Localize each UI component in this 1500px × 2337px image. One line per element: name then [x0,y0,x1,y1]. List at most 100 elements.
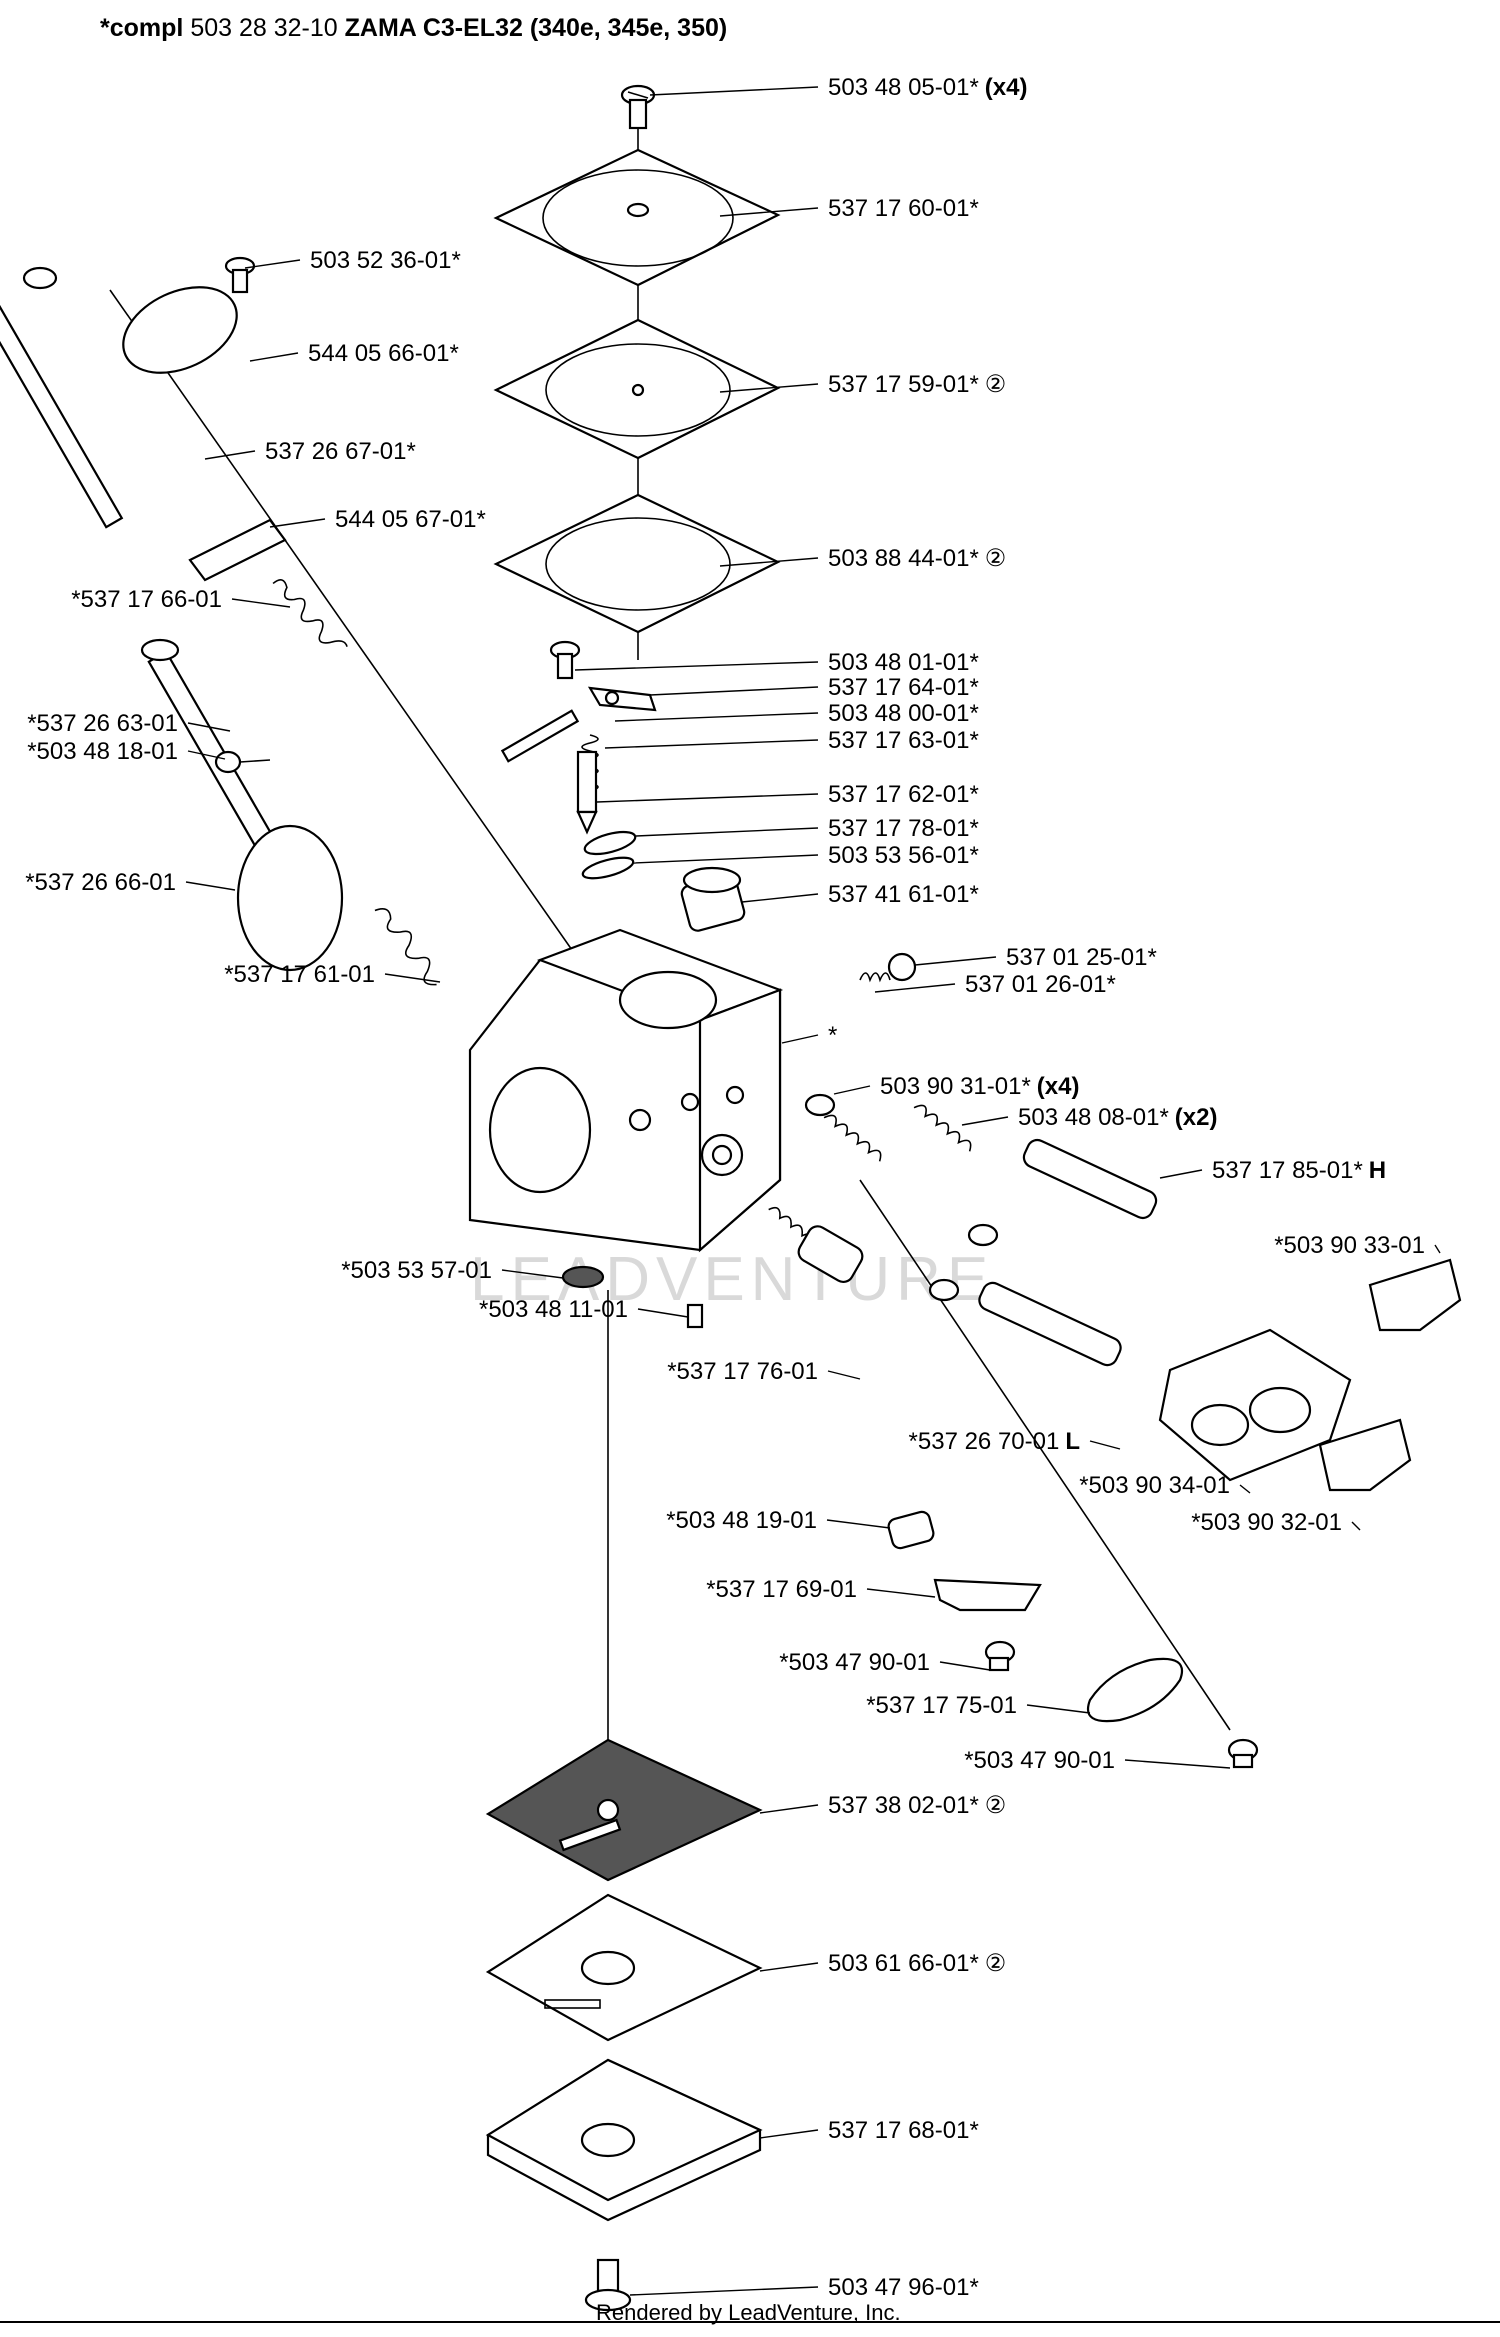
leader-line [501,1269,564,1279]
callout-c22: *537 17 61-01 [224,961,375,988]
part-number: *503 90 34-01 [1079,1472,1230,1499]
part-number: *537 17 75-01 [866,1692,1017,1719]
part-quantity: (x2) [1175,1104,1218,1131]
part-number: 537 17 64-01* [828,674,979,701]
footer-credit: Rendered by LeadVenture, Inc. [596,2300,901,2325]
part-number: 537 38 02-01* [828,1792,979,1819]
part-number: * [828,1022,837,1049]
metering-cover-part [485,2058,763,2222]
part-number: 537 41 61-01* [828,881,979,908]
callout-c13: 537 17 63-01* [828,727,979,754]
metering-diaphragm-part [485,1738,763,1882]
throttle-plate-part [122,286,238,374]
callout-c33: *503 90 34-01 [1079,1472,1230,1499]
callout-c30: *503 48 11-01 [479,1296,628,1323]
leader-line [231,598,291,608]
leader-line [866,1588,936,1598]
part-number: 537 17 60-01* [828,195,979,222]
part-number: *537 17 61-01 [224,961,375,988]
lever-choke-part [933,1578,1042,1612]
washer-part-2 [967,1223,999,1247]
leader-line [1124,1759,1231,1769]
jet-part [768,1206,864,1284]
title-part-number: 503 28 32-10 [190,14,337,42]
part-number: *537 26 66-01 [25,869,176,896]
needle-low-part [978,1281,1122,1367]
callout-c24: * [828,1022,837,1049]
callout-c21: 537 01 25-01* [1006,944,1157,971]
part-number: *537 26 70-01 [909,1428,1060,1455]
callout-c15: *503 48 18-01 [27,738,178,765]
throttle-lever-part [188,518,287,582]
part-number: *503 53 57-01 [341,1257,492,1284]
leader-line [826,1519,891,1529]
callout-c12: 503 48 00-01* [828,700,979,727]
part-quantity: (x4) [1037,1073,1080,1100]
part-number: *537 26 63-01 [27,710,178,737]
needle-part [576,750,598,835]
callout-c10: 503 48 01-01* [828,649,979,676]
choke-plate-part [236,824,344,972]
pump-cover-part [493,148,781,287]
leader-line [781,1034,819,1044]
leader-line [187,750,226,760]
link-part [1087,1657,1183,1723]
part-number: 537 01 26-01* [965,971,1116,998]
leader-line [249,352,299,362]
part-number: 544 05 66-01* [308,340,459,367]
part-number: 537 17 62-01* [828,781,979,808]
callout-c07: 544 05 67-01* [335,506,486,533]
spring-small-part [859,972,891,983]
washer-part-3 [928,1278,960,1302]
leader-line [637,1308,689,1318]
part-number: 503 48 00-01* [828,700,979,727]
part-number: 537 17 68-01* [828,2117,979,2144]
callout-c16: 537 17 62-01* [828,781,979,808]
axis-line-throttle [109,289,601,991]
part-quantity: L [1065,1428,1080,1455]
part-number: *503 47 90-01 [964,1747,1115,1774]
leader-line [914,956,997,966]
part-number: 503 61 66-01* [828,1950,979,1977]
callout-c01: 503 48 05-01*(x4) [828,74,1027,101]
lever-part [587,686,657,712]
callout-c05: 537 17 59-01*② [828,371,1006,398]
spring-choke-part [374,908,437,986]
leader-line [204,450,256,460]
part-number: 537 26 67-01* [265,438,416,465]
leader-line [1026,1704,1091,1714]
part-number: *503 90 33-01 [1274,1232,1425,1259]
leader-line [384,973,441,983]
callout-c04: 544 05 66-01* [308,340,459,367]
part-number: 544 05 67-01* [335,506,486,533]
screw-small-part [549,640,581,680]
title-model: ZAMA C3-EL32 (340e, 345e, 350) [345,14,728,42]
pin-small-part [686,1303,704,1329]
leader-line [633,854,819,864]
leader-line [759,1962,819,1972]
axis-line-choke [859,1179,1231,1731]
needle-high-part [1022,1138,1158,1220]
gasket-part [493,493,781,634]
callout-c41: 503 61 66-01*② [828,1950,1006,1977]
part-number: *503 48 19-01 [666,1507,817,1534]
callout-c06: 537 26 67-01* [265,438,416,465]
spring-adjust-part [823,1114,882,1162]
callout-c29: *503 53 57-01 [341,1257,492,1284]
leader-line [827,1370,861,1380]
spring-throttle-part [272,579,348,647]
leader-line [1159,1169,1203,1179]
screw-bottom-part [584,2258,632,2312]
leader-line [629,2286,819,2296]
leader-line [719,557,819,567]
o-ring-part [583,830,637,856]
callout-c25: 503 90 31-01*(x4) [880,1073,1079,1100]
callout-c26: 503 48 08-01*(x2) [1018,1104,1217,1131]
part-number: 503 53 56-01* [828,842,979,869]
throttle-shaft-part [0,266,124,529]
spacer-part [561,1265,605,1289]
part-number: 503 48 05-01* [828,74,979,101]
kit-marker-icon: ② [985,1950,1007,1977]
